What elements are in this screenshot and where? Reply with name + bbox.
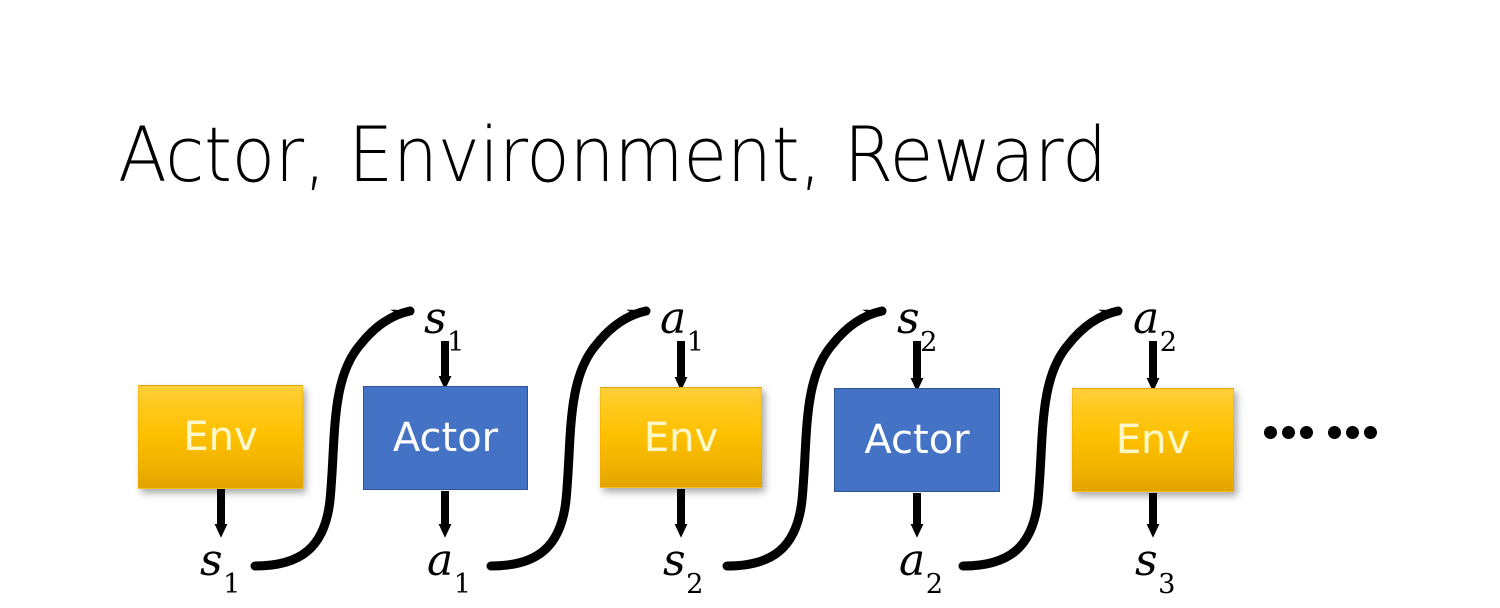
ellipsis-dot xyxy=(1282,426,1295,439)
ellipsis-gap xyxy=(1318,432,1323,433)
symbol: s xyxy=(200,535,223,586)
ellipsis-dot xyxy=(1346,426,1359,439)
ellipsis-dot xyxy=(1264,426,1277,439)
label-state-s2-top: s2 xyxy=(897,297,937,357)
label-action-a1-bottom: a1 xyxy=(427,539,471,599)
page-title: Actor, Environment, Reward xyxy=(118,110,1107,199)
node-actor-1-label: Actor xyxy=(392,415,499,461)
subscript: 3 xyxy=(1158,568,1176,600)
symbol: a xyxy=(427,535,454,586)
ellipsis-dot xyxy=(1328,426,1341,439)
symbol: s xyxy=(663,535,686,586)
label-state-s1-top: s1 xyxy=(424,297,464,357)
label-state-s2-bottom: s2 xyxy=(663,539,703,599)
symbol: s xyxy=(424,293,447,344)
symbol: a xyxy=(660,293,687,344)
label-state-s1-bottom: s1 xyxy=(200,539,240,599)
symbol: s xyxy=(897,293,920,344)
symbol: a xyxy=(899,535,926,586)
node-actor-2-label: Actor xyxy=(864,417,970,463)
symbol: a xyxy=(1133,293,1160,344)
subscript: 1 xyxy=(686,326,705,358)
label-action-a2-top: a2 xyxy=(1133,297,1177,357)
label-state-s3-bottom: s3 xyxy=(1135,539,1175,599)
subscript: 2 xyxy=(1159,326,1178,358)
node-env-1[interactable]: Env xyxy=(138,385,303,489)
symbol: s xyxy=(1135,535,1158,586)
subscript: 1 xyxy=(453,568,472,600)
subscript: 1 xyxy=(223,568,241,600)
ellipsis-indicator xyxy=(1264,426,1377,439)
node-env-2-label: Env xyxy=(643,414,719,461)
node-env-2[interactable]: Env xyxy=(600,387,762,488)
ellipsis-dot xyxy=(1364,426,1377,439)
subscript: 2 xyxy=(920,326,938,358)
node-actor-2[interactable]: Actor xyxy=(834,388,1000,492)
node-env-1-label: Env xyxy=(183,414,258,460)
label-action-a2-bottom: a2 xyxy=(899,539,943,599)
subscript: 2 xyxy=(925,568,944,600)
label-action-a1-top: a1 xyxy=(660,297,704,357)
ellipsis-dot xyxy=(1300,426,1313,439)
node-actor-1[interactable]: Actor xyxy=(363,386,528,490)
node-env-3-label: Env xyxy=(1115,417,1191,463)
subscript: 2 xyxy=(686,568,704,600)
node-env-3[interactable]: Env xyxy=(1072,388,1234,492)
subscript: 1 xyxy=(447,326,465,358)
